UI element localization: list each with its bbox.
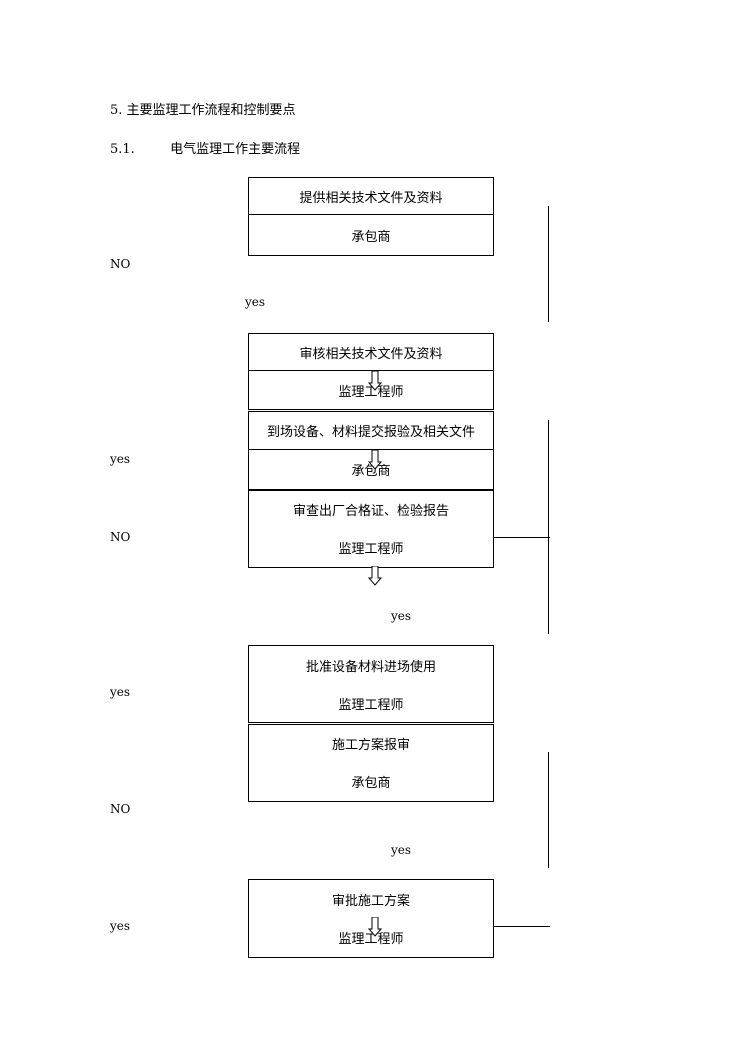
no-label: NO [110,530,131,544]
feedback-line [548,420,549,634]
down-arrow-icon [368,371,382,391]
flow-box-submit-plan: 施工方案报审 [248,724,494,763]
no-label: NO [110,257,131,271]
section-number: 5. [110,103,123,118]
flow-box-submit-inspection: 到场设备、材料提交报验及相关文件 [248,411,494,450]
section-heading-5: 5. 主要监理工作流程和控制要点 [110,99,296,118]
feedback-connector [494,537,550,538]
flow-box-contractor-2: 承包商 [248,450,494,490]
flow-box-supervisor-4: 监理工程师 [248,918,494,958]
yes-label: yes [110,452,131,466]
flow-box-check-certificates: 审查出厂合格证、检验报告 [248,490,494,529]
down-arrow-icon [368,450,382,470]
flow-box-approve-plan: 审批施工方案 [248,879,494,919]
section-title: 主要监理工作流程和控制要点 [126,103,296,118]
down-arrow-icon [368,917,382,937]
flow-box-supervisor-1: 监理工程师 [248,371,494,410]
yes-label: yes [245,295,266,309]
subsection-number: 5.1. [110,142,135,157]
no-label: NO [110,802,131,816]
feedback-line [548,206,549,322]
flow-box-supervisor-2: 监理工程师 [248,528,494,568]
flow-box-provide-docs: 提供相关技术文件及资料 [248,177,494,215]
flow-box-contractor-3: 承包商 [248,762,494,802]
subsection-title: 电气监理工作主要流程 [170,142,301,157]
yes-label: yes [391,609,412,623]
yes-label: yes [110,919,131,933]
flow-box-supervisor-3: 监理工程师 [248,684,494,723]
yes-label: yes [110,685,131,699]
yes-label: yes [391,843,412,857]
section-heading-5-1: 5.1. 电气监理工作主要流程 [110,138,300,157]
flow-box-contractor-1: 承包商 [248,215,494,256]
down-arrow-icon [368,566,382,586]
flow-box-review-docs: 审核相关技术文件及资料 [248,333,494,371]
feedback-connector [494,926,550,927]
feedback-line [548,752,549,868]
flow-box-approve-materials: 批准设备材料进场使用 [248,645,494,685]
